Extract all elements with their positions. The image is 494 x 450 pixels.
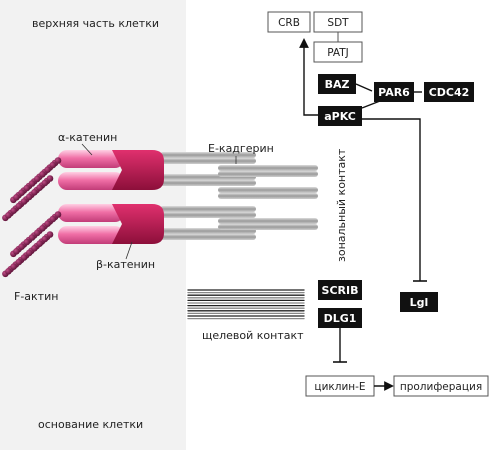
actin-bead [10, 263, 17, 271]
patj-label: PATJ [327, 47, 349, 59]
dlg1-box [318, 308, 362, 328]
apkc-label: aPKC [324, 110, 356, 123]
actin-bead [25, 193, 33, 201]
actin-bead [54, 211, 62, 218]
catenin-complex-upper [58, 150, 164, 190]
e-cadherin-rod [160, 206, 256, 212]
label-alpha-catenin: α-катенин [58, 131, 117, 144]
actin-bead [44, 220, 51, 227]
actin-bead [23, 184, 31, 192]
label-f-actin: F-актин [14, 290, 58, 303]
actin-bead [10, 207, 17, 214]
label-cell-bottom: основание клетки [38, 418, 143, 431]
e-cadherin-rods [160, 152, 318, 240]
scrib-label: SCRIB [322, 284, 359, 297]
alpha-catenin-shape [58, 150, 124, 168]
sdt-label: SDT [327, 17, 349, 29]
actin-bead [18, 189, 25, 196]
proliferation-box [393, 375, 489, 397]
e-cadherin-rod [218, 218, 318, 224]
e-cadherin-rod [160, 234, 256, 240]
apkc-par6-link [361, 100, 381, 109]
label-beta-catenin: β-катенин [96, 258, 155, 271]
beta-catenin-leader [125, 241, 133, 260]
label-e-cadherin: E-кадгерин [208, 142, 274, 155]
lgl-box [400, 292, 438, 312]
beta-catenin-shape [112, 150, 164, 190]
actin-bead [20, 254, 28, 261]
crb-label: CRB [278, 17, 300, 29]
cdc42-label: CDC42 [429, 86, 470, 99]
label-zonal-contact: зональный контакт [335, 148, 348, 262]
actin-bead [44, 166, 51, 173]
actin-bead [31, 189, 38, 196]
catenin-complex-lower [58, 204, 164, 244]
actin-bead [46, 231, 54, 238]
cdc42-box [424, 82, 474, 102]
actin-bead [5, 268, 12, 275]
e-cadherin-rod [218, 165, 318, 171]
actin-bead [39, 225, 46, 232]
actin-bead [13, 248, 20, 255]
e-cadherin-rod [218, 193, 318, 199]
apkc-inhibits-lgl [360, 118, 421, 281]
dlg1-label: DLG1 [324, 312, 357, 325]
label-gap-junction: щелевой контакт [202, 329, 304, 342]
crb-box [267, 11, 311, 33]
actin-bead [39, 171, 46, 178]
actin-bead [36, 240, 43, 247]
e-cadherin-rod [218, 187, 318, 193]
baz-label: BAZ [325, 78, 350, 91]
beta-catenin-shape [112, 204, 164, 244]
actin-bead [25, 249, 33, 257]
actin-bead [18, 243, 25, 250]
f-actin-filaments [2, 157, 62, 278]
proliferation-label: пролиферация [400, 381, 482, 393]
actin-bead [28, 234, 36, 241]
cyclin-e-label: циклин-E [314, 381, 365, 393]
e-cadherin-rod [160, 158, 256, 164]
baz-par6-link [355, 83, 373, 92]
alpha-catenin-shape [58, 172, 124, 190]
e-cadherin-rod [160, 180, 256, 186]
gap-junction-lines [187, 289, 305, 320]
actin-bead [49, 215, 57, 223]
baz-box [318, 74, 356, 94]
label-cell-top: верхняя часть клетки [32, 17, 159, 30]
actin-bead [49, 161, 57, 169]
arrow-to-crb [299, 38, 318, 116]
actin-bead [15, 202, 23, 210]
actin-bead [31, 245, 38, 252]
actin-bead [23, 238, 31, 246]
par6-label: PAR6 [378, 86, 410, 99]
scrib-box [318, 280, 362, 300]
actin-bead [20, 198, 28, 205]
lgl-label: Lgl [410, 296, 429, 309]
actin-bead [54, 157, 62, 164]
alpha-catenin-shape [58, 204, 124, 222]
e-cadherin-rod [160, 152, 256, 158]
actin-bead [5, 212, 12, 219]
actin-bead [28, 180, 36, 187]
e-cadherin-rod [218, 224, 318, 230]
actin-bead [33, 175, 41, 183]
actin-bead [41, 179, 49, 187]
actin-bead [15, 258, 23, 266]
actin-bead [46, 175, 54, 182]
actin-bead [33, 229, 41, 237]
alpha-catenin-leader [81, 143, 93, 156]
actin-bead [41, 235, 49, 243]
actin-bead [13, 194, 20, 201]
par6-box [374, 82, 414, 102]
e-cadherin-rod [218, 171, 318, 177]
alpha-catenin-shape [58, 226, 124, 244]
actin-bead [36, 184, 43, 191]
apkc-box [318, 106, 362, 126]
e-cadherin-rod [160, 212, 256, 218]
